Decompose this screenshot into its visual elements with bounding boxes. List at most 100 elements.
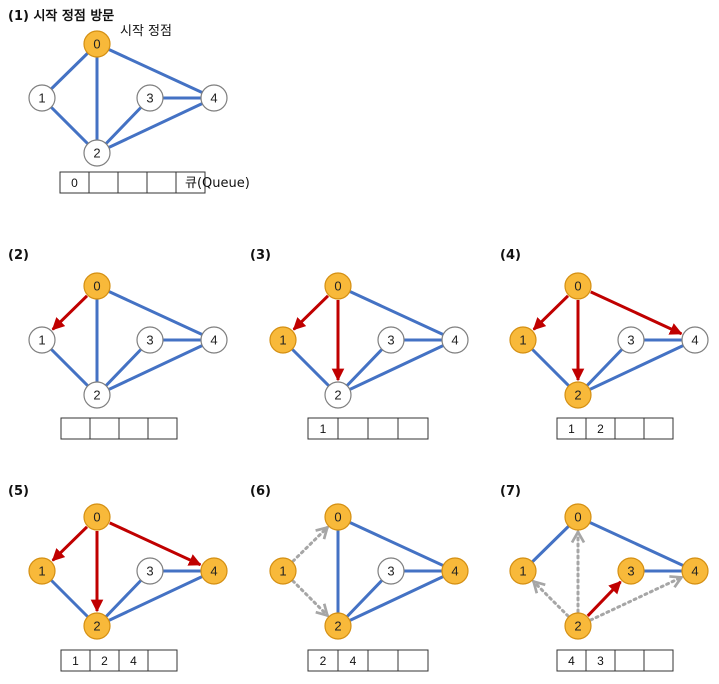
graph-node: 0 (83, 272, 111, 300)
graph-edge (95, 338, 216, 397)
graph-node: 1 (28, 84, 56, 112)
visited-node-circle (324, 612, 352, 640)
visited-node-circle (681, 557, 709, 585)
unvisited-node-circle (681, 326, 709, 354)
node-label: 3 (146, 333, 153, 348)
checked-arrow (589, 575, 684, 622)
graph-node: 4 (200, 326, 228, 354)
graph-edge (95, 96, 216, 155)
step-title: (6) (250, 484, 271, 499)
queue-label: 큐(Queue) (185, 176, 250, 191)
graph-node: 1 (269, 557, 297, 585)
node-label: 4 (210, 333, 217, 348)
queue-cell: 1 (320, 422, 327, 436)
unvisited-node-circle (28, 326, 56, 354)
graph-node: 3 (377, 557, 405, 585)
queue-cell: 4 (568, 654, 575, 668)
traversal-arrow (51, 294, 89, 331)
graph-node: 1 (269, 326, 297, 354)
graph-node: 2 (564, 612, 592, 640)
graph-node: 2 (324, 612, 352, 640)
graph-node: 3 (377, 326, 405, 354)
checked-arrow (531, 579, 570, 618)
graph-node: 2 (83, 612, 111, 640)
visited-node-circle (83, 503, 111, 531)
graph-node: 3 (617, 557, 645, 585)
graph-node: 0 (83, 30, 111, 58)
node-label: 1 (38, 333, 45, 348)
graph-node: 1 (509, 326, 537, 354)
graph-edge (336, 284, 457, 342)
checked-arrow (291, 525, 330, 563)
node-label: 2 (334, 388, 341, 403)
node-label: 4 (691, 564, 698, 579)
graph-node: 4 (681, 557, 709, 585)
node-label: 3 (387, 564, 394, 579)
node-label: 3 (146, 91, 153, 106)
graph-node: 1 (28, 557, 56, 585)
graph-node: 4 (681, 326, 709, 354)
start-vertex-label: 시작 정점 (120, 24, 172, 39)
graph-node: 2 (83, 381, 111, 409)
graph-node: 3 (136, 326, 164, 354)
graph-node: 2 (83, 139, 111, 167)
traversal-arrow (109, 521, 202, 567)
unvisited-node-circle (83, 139, 111, 167)
node-label: 0 (334, 510, 341, 525)
visited-node-circle (564, 381, 592, 409)
visited-node-circle (617, 557, 645, 585)
visited-node-circle (509, 326, 537, 354)
step-title: (3) (250, 248, 271, 263)
node-label: 4 (210, 564, 217, 579)
graph-edge (336, 338, 457, 397)
node-label: 0 (574, 510, 581, 525)
node-label: 4 (451, 564, 458, 579)
graph-node: 4 (441, 557, 469, 585)
traversal-arrow (51, 525, 89, 562)
visited-node-circle (83, 272, 111, 300)
queue-cell: 0 (71, 176, 78, 190)
node-label: 1 (38, 564, 45, 579)
node-label: 1 (519, 333, 526, 348)
graph-node: 4 (200, 84, 228, 112)
graph-edge (336, 515, 457, 573)
graph-edge (95, 42, 216, 100)
step-title: (1) 시작 정점 방문 (8, 8, 114, 24)
visited-node-circle (83, 30, 111, 58)
node-label: 3 (146, 564, 153, 579)
queue-cell: 2 (101, 654, 108, 668)
graph-node: 0 (324, 503, 352, 531)
node-label: 1 (279, 564, 286, 579)
node-label: 0 (574, 279, 581, 294)
unvisited-node-circle (200, 326, 228, 354)
visited-node-circle (564, 503, 592, 531)
step-title: (4) (500, 248, 521, 263)
queue-cell: 1 (72, 654, 79, 668)
graph-node: 1 (509, 557, 537, 585)
unvisited-node-circle (377, 557, 405, 585)
node-label: 2 (93, 619, 100, 634)
visited-node-circle (564, 612, 592, 640)
checked-arrow (291, 579, 330, 618)
node-label: 2 (93, 388, 100, 403)
queue-cell: 4 (350, 654, 357, 668)
unvisited-node-circle (28, 84, 56, 112)
unvisited-node-circle (83, 381, 111, 409)
traversal-arrow (292, 294, 330, 331)
node-label: 4 (691, 333, 698, 348)
traversal-arrow (590, 290, 683, 336)
node-label: 4 (451, 333, 458, 348)
queue-cell: 2 (597, 422, 604, 436)
visited-node-circle (564, 272, 592, 300)
node-label: 3 (387, 333, 394, 348)
visited-node-circle (509, 557, 537, 585)
